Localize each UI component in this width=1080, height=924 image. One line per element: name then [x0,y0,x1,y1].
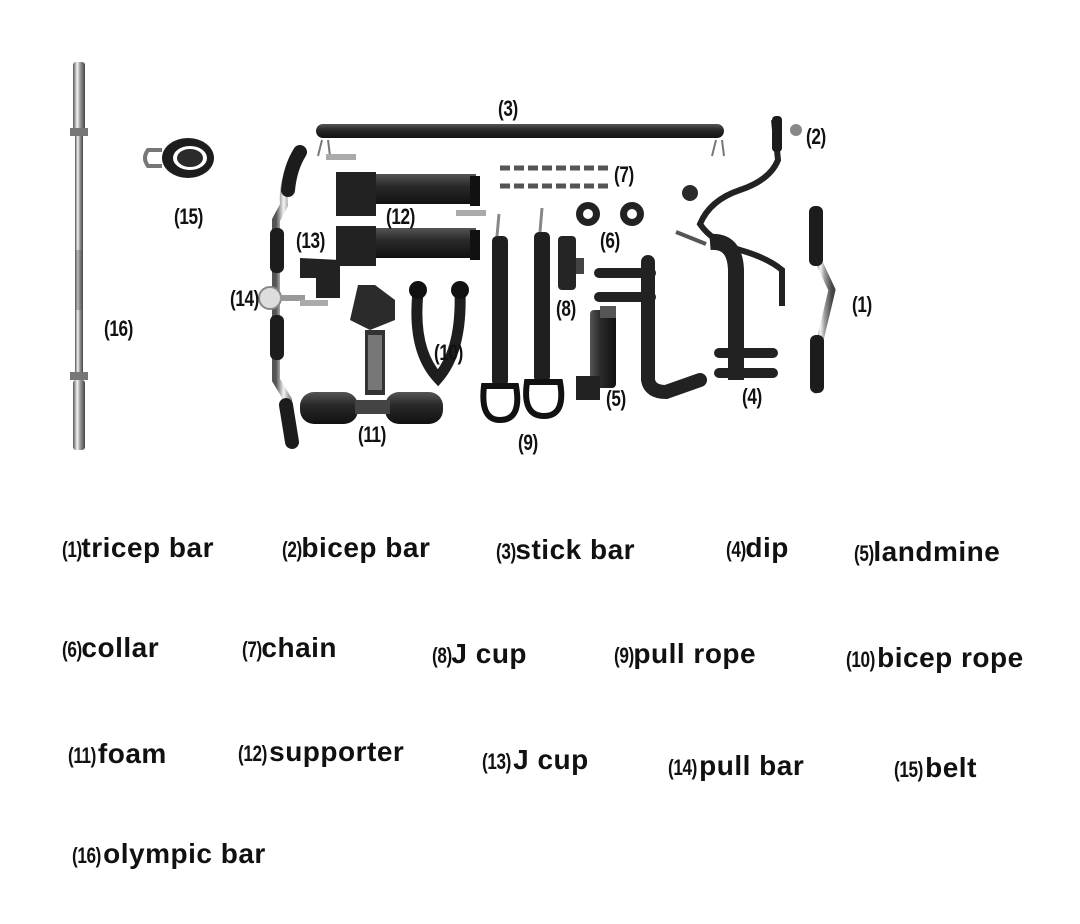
legend-num: (2) [282,537,302,562]
legend-label: foam [97,738,167,769]
callout-4: (4) [742,384,762,409]
belt-image [143,138,214,178]
legend-item-13: (13)J cup [482,744,589,776]
legend-item-10: (10)bicep rope [846,642,1024,674]
tricep-bar-image [809,206,836,394]
legend-label: J cup [451,638,528,669]
legend-num: (14) [668,755,697,780]
legend-num: (7) [242,637,262,662]
legend-label: supporter [269,736,405,767]
legend-label: chain [261,632,338,663]
legend-item-1: (1)tricep bar [62,532,214,564]
legend-item-6: (6)collar [62,632,159,664]
collar-image [576,202,644,226]
callout-11: (11) [358,422,387,447]
equipment-figure [70,62,836,450]
legend-label: pull rope [633,638,757,669]
bicep-bar-image [682,116,802,306]
legend-num: (13) [482,749,511,774]
legend-num: (15) [894,757,923,782]
bicep-rope-image [409,281,469,387]
callout-7: (7) [614,162,634,187]
j-cup-8-image [558,236,584,290]
olympic-bar-image [70,62,88,450]
legend-label: J cup [513,744,589,775]
callout-12: (12) [386,204,415,229]
legend-label: bicep rope [877,642,1024,673]
legend-num: (8) [432,643,452,668]
legend-item-14: (14)pull bar [668,750,804,782]
stick-bar-image [316,124,725,157]
legend-item-2: (2)bicep bar [282,532,430,564]
legend-item-7: (7)chain [242,632,337,664]
legend-num: (5) [854,541,874,566]
legend-item-12: (12)supporter [238,736,404,768]
legend-label: landmine [873,536,1001,567]
callout-6: (6) [600,228,620,253]
legend-num: (12) [238,741,267,766]
legend-item-8: (8)J cup [432,638,527,670]
callout-9: (9) [518,430,538,455]
callout-3: (3) [498,96,518,121]
legend-item-5: (5)landmine [854,536,1000,568]
legend-item-3: (3)stick bar [496,534,635,566]
pull-rope-image [480,207,565,424]
supporter-image [326,154,486,266]
callout-2: (2) [806,124,826,149]
legend-num: (16) [72,843,101,868]
callout-15: (15) [174,204,203,229]
legend-item-9: (9)pull rope [614,638,756,670]
legend-label: stick bar [515,534,636,565]
callout-16: (16) [104,316,133,341]
legend-label: belt [925,752,977,783]
legend-num: (1) [62,537,82,562]
pull-bar-image [258,145,307,449]
legend-num: (4) [726,537,746,562]
foam-image [300,285,443,424]
callout-10: (10) [434,340,463,365]
callout-1: (1) [852,292,872,317]
legend-num: (11) [68,743,97,768]
callout-8: (8) [556,296,576,321]
legend-num: (6) [62,637,82,662]
legend-label: tricep bar [81,532,214,563]
landmine-image [576,306,616,400]
j-cup-13-image [300,258,340,306]
legend-label: bicep bar [301,532,431,563]
callout-5: (5) [606,386,626,411]
legend-num: (9) [614,643,634,668]
legend-label: collar [81,632,160,663]
legend-label: olympic bar [103,838,266,869]
legend-label: pull bar [699,750,805,781]
legend-item-11: (11)foam [68,738,167,770]
legend-item-15: (15)belt [894,752,977,784]
legend-label: dip [745,532,789,563]
callout-14: (14) [230,286,259,311]
legend-num: (3) [496,539,516,564]
legend-num: (10) [846,647,875,672]
chain-image [500,165,610,189]
callout-13: (13) [296,228,325,253]
legend-item-16: (16)olympic bar [72,838,266,870]
legend-item-4: (4)dip [726,532,789,564]
